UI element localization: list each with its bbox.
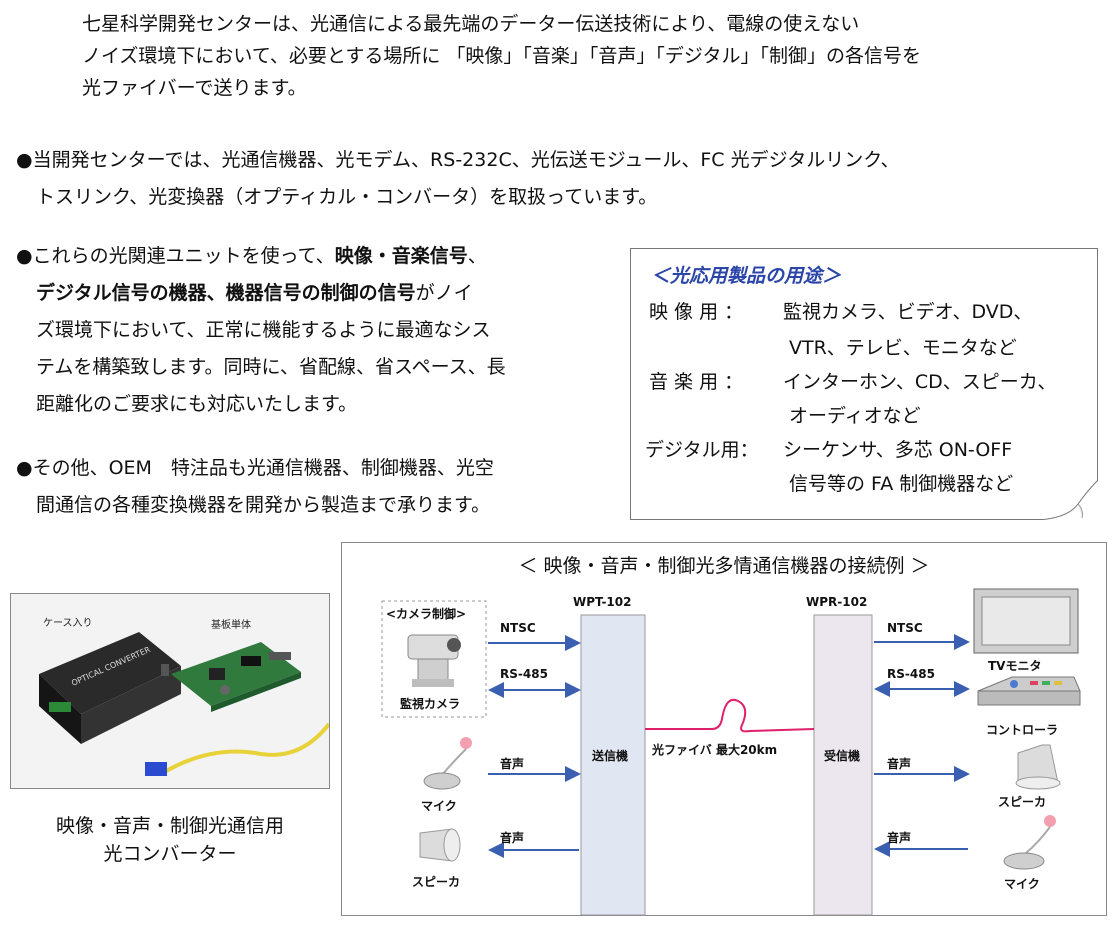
speaker-icon-right (1015, 744, 1061, 790)
bullet-line: 距離化のご要求にも対応いたします。 (36, 393, 358, 415)
mic-icon-right (1003, 815, 1056, 870)
bullet-line: テムを構築致します。同時に、省配線、省スペース、長 (36, 356, 506, 378)
intro-line: 光ファイバーで送ります。 (82, 77, 307, 99)
converter-photo: ケース入り 基板単体 OPTICAL CONVERTER (10, 593, 330, 789)
text-span: がノイ (415, 282, 473, 304)
audio-label-right-2: 音声 (887, 831, 912, 845)
diagram-graphic (381, 588, 1081, 916)
fiber-label: 光ファイバ 最大20km (652, 743, 778, 757)
usage-box: ＜光応用製品の用途＞ 映 像 用 ： 監視カメラ、ビデオ、DVD、 VTR、テレ… (630, 248, 1098, 520)
camera-control-label: <カメラ制御> (386, 607, 467, 621)
text-span: 、 (467, 245, 487, 267)
bullet-oem: ●その他、OEM 特注品も光通信機器、制御機器、光空 間通信の各種変換機器を開発… (16, 450, 494, 524)
camera-label: 監視カメラ (400, 697, 461, 711)
speaker-label-right: スピーカ (998, 795, 1047, 809)
photo-label-case: ケース入り (43, 617, 93, 629)
usage-label-video: 映 像 用 ： (649, 301, 744, 323)
bullet-line: ●これらの光関連ユニットを使って、映像・音楽信号、 (16, 238, 506, 275)
photo-label-board: 基板単体 (211, 618, 251, 631)
speaker-label: スピーカ (412, 875, 461, 889)
camera-group (381, 600, 487, 718)
caption-line: 光コンバーター (103, 843, 237, 865)
fiber-cable (645, 698, 815, 733)
usage-label-digital: デジタル用： (645, 439, 759, 461)
usage-title: ＜光応用製品の用途＞ (651, 265, 842, 287)
usage-label-music: 音 楽 用 ： (649, 371, 744, 393)
photo-caption: 映像・音声・制御光通信用 光コンバーター (10, 812, 330, 868)
page-curl-icon (1038, 480, 1098, 520)
tx-label: 送信機 (592, 749, 629, 763)
bullet-line: ズ環境下において、正常に機能するように最適なシス (36, 319, 491, 341)
rx-model: WPR-102 (806, 595, 868, 609)
bullet-handling: ●当開発センターでは、光通信機器、光モデム、RS-232C、光伝送モジュール、F… (16, 142, 900, 216)
usage-video-2: VTR、テレビ、モニタなど (789, 337, 1017, 359)
diagram-title: ＜ 映像・音声・制御光多情通信機器の接続例 ＞ (518, 555, 930, 577)
audio-label-left-2: 音声 (500, 831, 525, 845)
rx-label: 受信機 (824, 749, 861, 763)
controller-label: コントローラ (986, 723, 1059, 737)
bullet-line: 間通信の各種変換機器を開発から製造まで承ります。 (36, 494, 491, 516)
usage-music-1: インターホン、CD、スピーカ、 (783, 371, 1057, 393)
mic-label-right: マイク (1004, 877, 1040, 891)
controller-icon (977, 676, 1081, 706)
intro-line: ノイズ環境下において、必要とする場所に 「映像」「音楽」「音声」「デジタル」「制… (82, 45, 922, 67)
audio-label-right-1: 音声 (887, 757, 912, 771)
mic-icon (423, 737, 472, 790)
rs485-label-left: RS-485 (500, 667, 548, 681)
rs485-label-right: RS-485 (887, 667, 935, 681)
bullet-systems: ●これらの光関連ユニットを使って、映像・音楽信号、 デジタル信号の機器、機器信号… (16, 238, 506, 423)
usage-digital-1: シーケンサ、多芯 ON-OFF (783, 439, 1013, 461)
usage-digital-2: 信号等の FA 制御機器など (789, 473, 1014, 495)
bullet-line: ●その他、OEM 特注品も光通信機器、制御機器、光空 (16, 457, 494, 479)
usage-music-2: オーディオなど (789, 405, 921, 427)
bullet-line: トスリンク、光変換器（オプティカル・コンバータ）を取扱っています。 (36, 186, 658, 208)
usage-video-1: 監視カメラ、ビデオ、DVD、 (783, 301, 1033, 323)
mic-label: マイク (421, 799, 457, 813)
tx-model: WPT-102 (573, 595, 632, 609)
transmitter-box (580, 614, 646, 916)
intro-paragraph: 七星科学開発センターは、光通信による最先端のデーター伝送技術により、電線の使えな… (82, 8, 1082, 104)
tv-label: TVモニタ (988, 659, 1042, 673)
converter-photo-graphic: ケース入り 基板単体 OPTICAL CONVERTER (11, 594, 329, 788)
text-span: ●これらの光関連ユニットを使って、 (16, 245, 335, 267)
tv-monitor-icon (973, 588, 1079, 654)
camera-icon (407, 634, 461, 687)
ntsc-label-left: NTSC (500, 621, 536, 635)
ntsc-label-right: NTSC (887, 621, 923, 635)
intro-line: 七星科学開発センターは、光通信による最先端のデーター伝送技術により、電線の使えな… (82, 13, 860, 35)
speaker-icon (419, 828, 461, 862)
connection-diagram: ＜ 映像・音声・制御光多情通信機器の接続例 ＞ (341, 542, 1107, 916)
text-span-bold: デジタル信号の機器、機器信号の制御の信号 (36, 282, 416, 304)
bullet-line: ●当開発センターでは、光通信機器、光モデム、RS-232C、光伝送モジュール、F… (16, 149, 900, 171)
receiver-box (813, 614, 873, 916)
text-span-bold: 映像・音楽信号 (334, 245, 468, 267)
audio-label-left-1: 音声 (500, 757, 525, 771)
bullet-line: デジタル信号の機器、機器信号の制御の信号がノイ (16, 275, 506, 312)
caption-line: 映像・音声・制御光通信用 (55, 815, 284, 837)
